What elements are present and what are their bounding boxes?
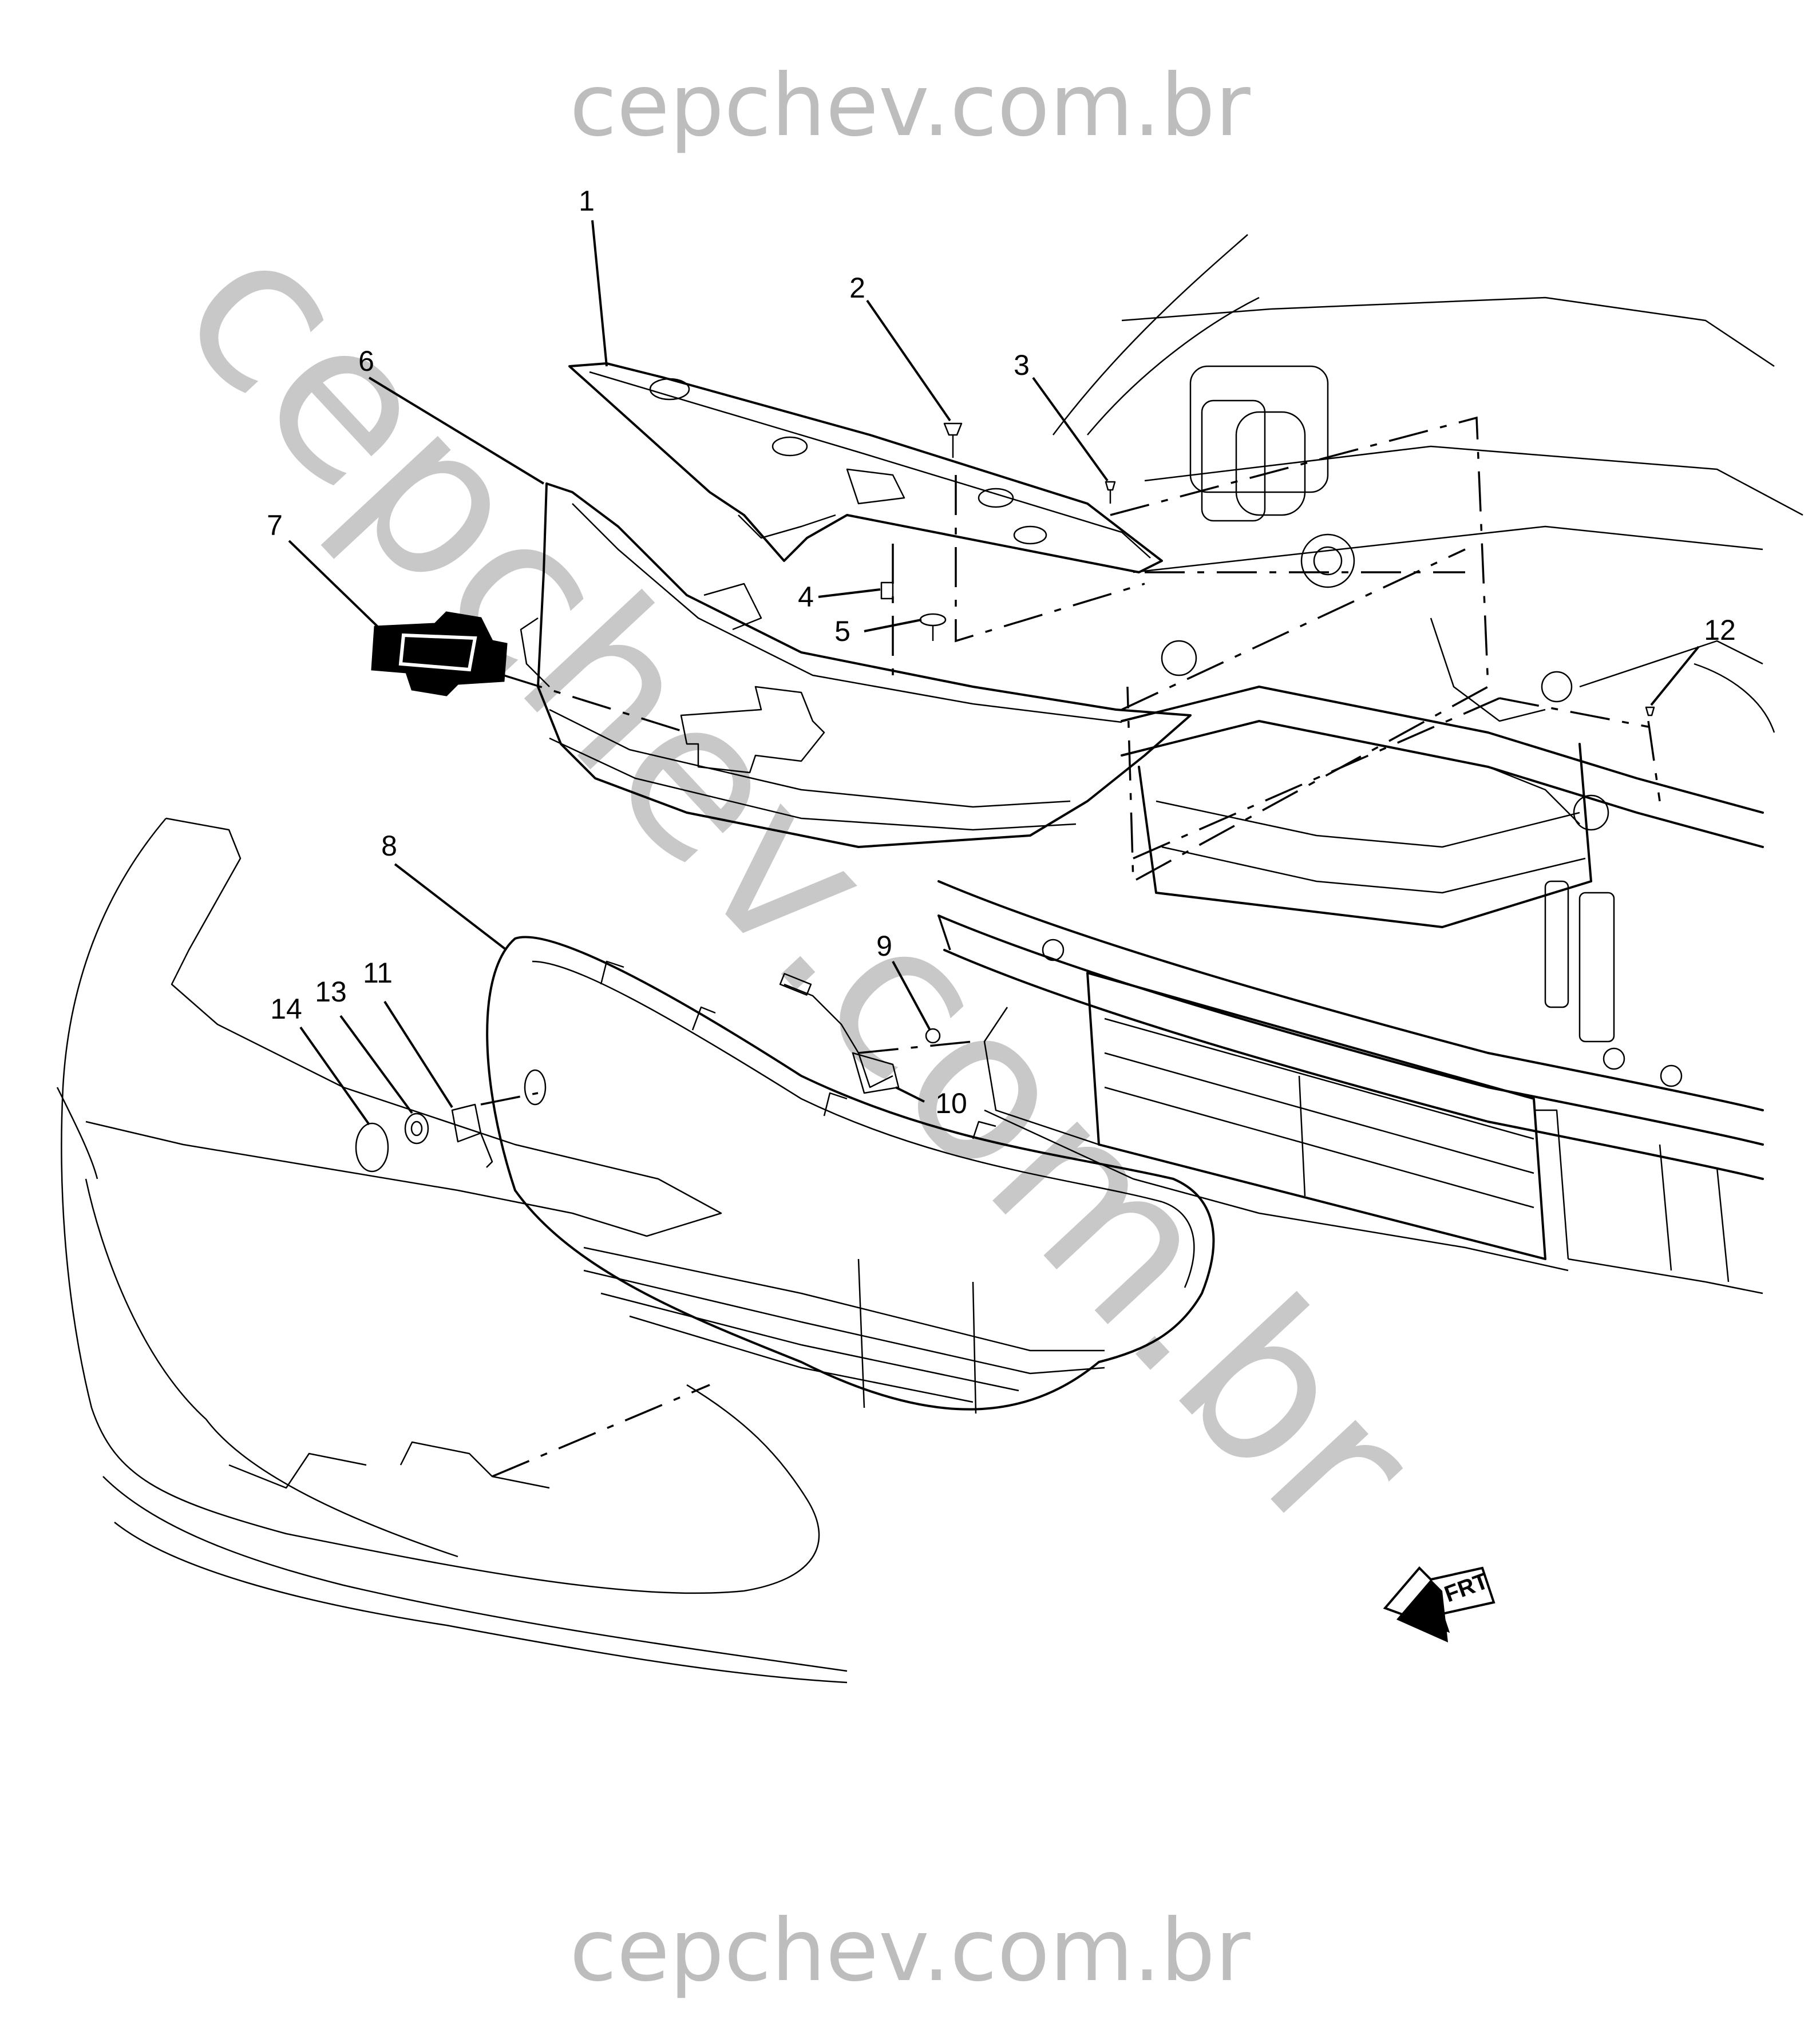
callout-11: 11 — [363, 957, 393, 989]
fasteners — [880, 422, 1655, 716]
callout-2: 2 — [849, 272, 865, 304]
callout-8: 8 — [381, 830, 397, 862]
callout-12: 12 — [1704, 614, 1736, 646]
front-fascia — [56, 817, 848, 1684]
callout-6: 6 — [358, 345, 374, 377]
sensor-harness — [779, 973, 941, 1094]
lower-grille — [486, 936, 1215, 1414]
callout-13: 13 — [315, 976, 347, 1008]
upper-grille — [520, 482, 1192, 848]
assembly-lines — [480, 416, 1661, 1478]
callout-5: 5 — [834, 615, 850, 647]
upper-air-baffle — [568, 362, 1163, 573]
engine-compartment — [937, 234, 1803, 1294]
callout-7: 7 — [267, 509, 283, 541]
callout-14: 14 — [270, 993, 302, 1025]
front-orientation-arrow: FRT — [1383, 1566, 1495, 1642]
watermark-diagonal: cepchev.com.br — [135, 187, 1462, 1585]
callout-leaders — [288, 220, 1700, 1126]
callout-1: 1 — [579, 185, 595, 217]
watermark-bottom: cepchev.com.br — [569, 1901, 1251, 2001]
callout-4: 4 — [798, 581, 814, 613]
bowtie-emblem — [371, 611, 508, 696]
callout-numbers: 1 2 3 4 5 6 7 8 9 10 11 12 13 14 — [267, 185, 1736, 1119]
callout-10: 10 — [935, 1087, 967, 1119]
watermark-top: cepchev.com.br — [569, 56, 1251, 156]
callout-3: 3 — [1014, 349, 1030, 381]
callout-9: 9 — [876, 930, 892, 962]
